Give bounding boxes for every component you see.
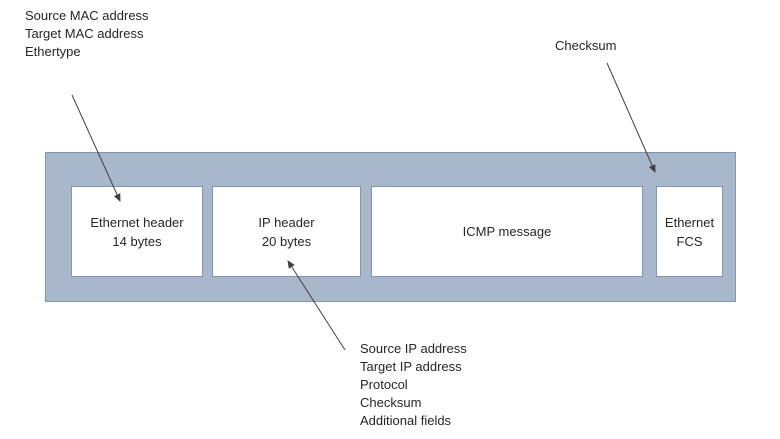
frame-box-label: Ethernet header: [90, 214, 184, 230]
frame-box-ethernet-fcs: Ethernet FCS: [656, 186, 723, 277]
frame-box-ip-header: IP header 20 bytes: [212, 186, 361, 277]
annotation-checksum: Checksum: [555, 37, 616, 55]
frame-box-sublabel: 14 bytes: [112, 233, 162, 249]
frame-box-label: Ethernet: [664, 214, 715, 230]
frame-box-ethernet-header: Ethernet header 14 bytes: [71, 186, 203, 277]
frame-box-icmp-message: ICMP message: [371, 186, 643, 277]
frame-box-label: IP header: [258, 214, 315, 230]
annotation-line: Target IP address: [360, 359, 462, 374]
annotation-line: Target MAC address: [25, 26, 144, 41]
annotation-mac-fields: Source MAC address Target MAC address Et…: [25, 7, 149, 61]
annotation-line: Source MAC address: [25, 8, 149, 23]
annotation-line: Additional fields: [360, 413, 452, 428]
frame-box-sublabel: 20 bytes: [261, 233, 312, 249]
frame-box-label: ICMP message: [462, 224, 552, 239]
annotation-line: Ethertype: [25, 44, 81, 59]
annotation-line: Protocol: [360, 377, 408, 392]
annotation-line: Checksum: [555, 38, 617, 53]
annotation-ip-fields: Source IP address Target IP address Prot…: [360, 340, 467, 430]
annotation-line: Checksum: [360, 395, 422, 410]
frame-box-sublabel: FCS: [676, 233, 703, 249]
annotation-line: Source IP address: [360, 341, 467, 356]
